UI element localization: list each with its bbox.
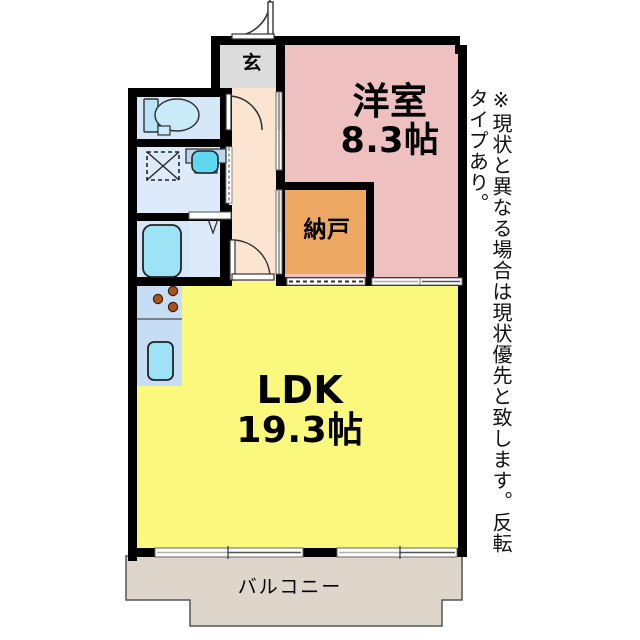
balcony-label: バルコニー — [237, 576, 343, 598]
washitsu-room-size: 8.3帖 — [340, 121, 440, 162]
toilet-fixture — [143, 98, 200, 136]
wall-hall-left-lower — [220, 88, 229, 286]
washroom-hallway-sliding-door[interactable] — [225, 146, 233, 204]
ldk-room-size: 19.3帖 — [236, 410, 364, 452]
wall-toilet-washroom — [128, 139, 232, 147]
ldk-room-name: LDK — [256, 368, 344, 412]
genkan-label: 玄 — [242, 52, 262, 74]
wall-wet-right-lower — [224, 205, 232, 285]
wall-left-ldk — [128, 281, 137, 561]
gas-stove — [152, 285, 179, 313]
wall-washroom-bath — [128, 213, 232, 221]
wall-nando-top — [280, 182, 374, 190]
wall-right-upper — [458, 45, 467, 54]
washroom-sliding-door[interactable] — [188, 211, 232, 235]
bathroom-door[interactable] — [229, 239, 275, 281]
balcony-area — [125, 555, 463, 627]
washbasin-fixture — [185, 148, 227, 174]
wall-top — [220, 36, 460, 45]
nando-area — [285, 188, 369, 274]
entrance-door[interactable] — [231, 0, 275, 40]
disclaimer-note: ※現状と異なる場合は現状優先と致します。反転タイプあり。 — [465, 88, 513, 554]
wall-genkan-right-stub — [276, 84, 285, 93]
nando-ldk-partition[interactable] — [286, 277, 366, 286]
ldk-area — [132, 281, 462, 556]
washing-machine-space — [146, 151, 180, 181]
washitsu-label: 洋室 8.3帖 — [310, 82, 470, 160]
nando-label: 納戸 — [303, 217, 351, 243]
nando-door[interactable] — [275, 189, 283, 275]
washitsu-room-name: 洋室 — [352, 80, 428, 123]
wall-nando-right — [366, 182, 374, 280]
washitsu-door[interactable] — [275, 91, 283, 171]
wall-right — [458, 52, 467, 556]
wall-wet-top — [128, 88, 228, 97]
wall-hall-left-upper — [211, 36, 220, 94]
wall-left-wet — [128, 88, 137, 286]
wall-wetcore-bottom — [128, 277, 232, 286]
washitsu-ldk-sliding-doors[interactable] — [371, 277, 463, 286]
kitchen-sink — [147, 341, 174, 381]
ldk-label: LDK 19.3帖 — [205, 370, 395, 450]
bathtub-fixture — [142, 224, 182, 278]
toilet-door[interactable] — [225, 93, 263, 131]
